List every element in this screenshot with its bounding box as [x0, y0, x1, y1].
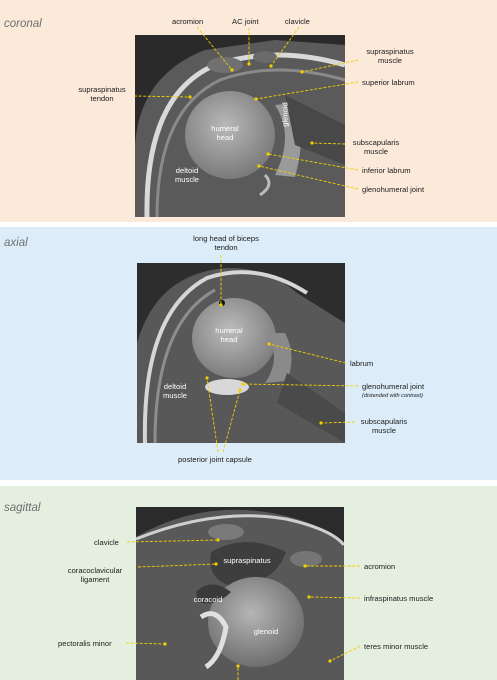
sagittal-glenoid-label: glenoid: [253, 627, 279, 636]
pectoralis-minor-label: pectoralis minor: [58, 639, 112, 648]
superior-labrum-label: superior labrum: [362, 78, 415, 87]
axial-panel: axial humeral head deltoid muscle: [0, 227, 497, 480]
infraspinatus-leader: [308, 596, 361, 599]
pectoralis-leader: [125, 642, 166, 645]
clavicle-label-sag: clavicle: [94, 538, 119, 547]
acromion-label-sag: acromion: [364, 562, 396, 571]
superior-labrum-leader: [255, 81, 359, 100]
posterior-capsule-leader-2: [222, 389, 241, 453]
sagittal-mri-drawing: [136, 507, 344, 680]
glenohumeral-joint-label-axial: glenohumeral joint: [362, 382, 425, 391]
posterior-capsule-leader-1: [206, 377, 219, 453]
teres-minor-label: teres minor muscle: [364, 642, 429, 651]
supraspinatus-tendon-leader: [133, 95, 191, 98]
axial-mri-drawing: [137, 263, 345, 443]
glenohumeral-joint-label: glenohumeral joint: [362, 185, 425, 194]
supraspinatus-tendon-label: supraspinatus tendon: [78, 85, 126, 103]
coronal-panel: coronal humeral head glenoid deltoid mus…: [0, 0, 497, 222]
sagittal-title: sagittal: [4, 502, 41, 514]
sagittal-panel: sagittal supraspinatus coracoid glenoid: [0, 486, 497, 680]
supraspinatus-muscle-leader: [301, 59, 359, 73]
subscapularis-leader: [311, 142, 346, 145]
inferior-labrum-label: inferior labrum: [362, 166, 411, 175]
glenohumeral-leader: [242, 383, 359, 387]
acromion-leader: [196, 26, 233, 71]
inferior-labrum-leader: [267, 153, 359, 171]
coronal-leader-lines: [133, 26, 359, 190]
supraspinatus-muscle-label: supraspinatus muscle: [366, 47, 414, 65]
sagittal-mri-image: supraspinatus coracoid glenoid: [136, 507, 344, 680]
coronal-humeral-head-label: humeral head: [211, 124, 239, 142]
axial-leader-lines: [205, 255, 359, 453]
glenohumeral-joint-leader: [258, 165, 359, 190]
subscapularis-muscle-label-axial: subscapularis muscle: [360, 417, 408, 435]
coracoclavicular-leader: [137, 563, 217, 568]
clavicle-leader-sag: [126, 539, 219, 543]
coronal-deltoid-label: deltoid muscle: [174, 166, 200, 184]
sagittal-coracoid-label: coracoid: [193, 595, 223, 604]
ac-joint-label: AC joint: [232, 17, 259, 26]
clavicle-leader: [270, 26, 300, 67]
labrum-label: labrum: [350, 359, 374, 368]
teres-minor-leader: [329, 645, 361, 662]
posterior-joint-capsule-label: posterior joint capsule: [178, 455, 252, 464]
biceps-tendon-label: long head of biceps tendon: [193, 234, 259, 252]
sagittal-supraspinatus-label: supraspinatus: [223, 556, 271, 565]
coracoclavicular-label: coracoclavicular ligament: [67, 566, 123, 584]
clavicle-label: clavicle: [285, 17, 310, 26]
infraspinatus-label: infraspinatus muscle: [364, 594, 434, 603]
axial-humeral-head-label: humeral head: [215, 326, 243, 344]
axial-deltoid-label: deltoid muscle: [162, 382, 188, 400]
acromion-label: acromion: [172, 17, 204, 26]
subscapularis-muscle-label: subscapularis muscle: [352, 138, 400, 156]
axial-mri-image: humeral head deltoid muscle: [137, 263, 345, 443]
labrum-leader: [268, 343, 347, 364]
distended-note: (distended with contrast): [362, 393, 423, 399]
axial-title: axial: [4, 237, 28, 249]
sagittal-leader-lines: [125, 538, 361, 680]
subscapularis-leader: [320, 421, 356, 424]
coronal-title: coronal: [4, 18, 42, 30]
